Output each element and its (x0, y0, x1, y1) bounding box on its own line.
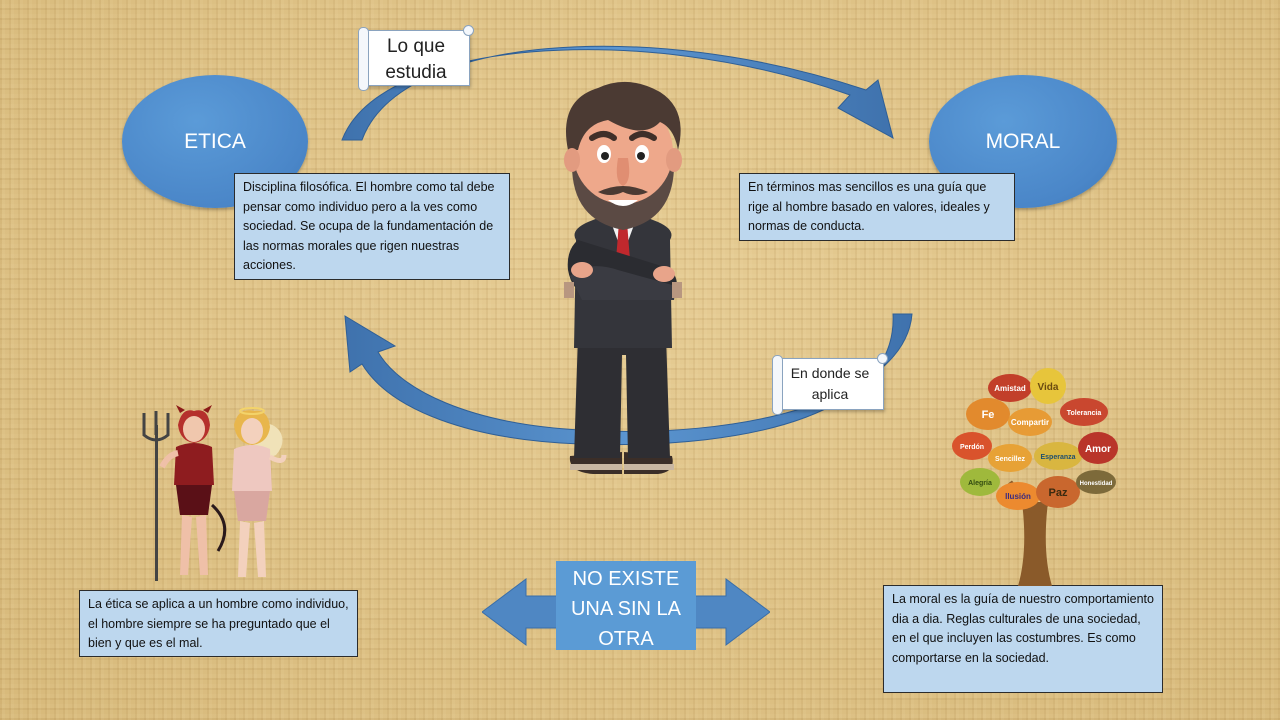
moral-application-box: La moral es la guía de nuestro comportam… (883, 585, 1163, 693)
tree-word-fe: Fe (982, 409, 995, 421)
en-donde-se-aplica-scroll: En donde se aplica (772, 353, 888, 415)
bottom-curved-arrow (344, 313, 913, 446)
devil-angel-illustration (142, 405, 287, 581)
etica-definition-text: Disciplina filosófica. El hombre como ta… (243, 180, 495, 272)
tree-word-tolerancia: Tolerancia (1067, 410, 1102, 417)
tree-word-ilusion: Ilusión (1005, 492, 1031, 501)
center-message-box: NO EXISTE UNA SIN LA OTRA (556, 561, 696, 650)
tree-word-amistad: Amistad (994, 384, 1026, 393)
tree-word-honestidad: Honestidad (1080, 481, 1113, 487)
businessman-illustration (564, 81, 682, 474)
lo-que-estudia-scroll: Lo que estudia (358, 25, 474, 91)
tree-word-compartir: Compartir (1011, 418, 1049, 427)
tree-leaves (952, 368, 1118, 510)
moral-definition-text: En términos mas sencillos es una guía qu… (748, 180, 990, 233)
tree-word-alegria: Alegría (968, 480, 992, 487)
tree-word-paz: Paz (1049, 487, 1068, 499)
etica-definition-box: Disciplina filosófica. El hombre como ta… (234, 173, 510, 280)
en-donde-se-aplica-label: En donde se aplica (790, 365, 870, 402)
tree-word-esperanza: Esperanza (1040, 454, 1075, 461)
moral-label: MORAL (985, 129, 1061, 153)
moral-application-text: La moral es la guía de nuestro comportam… (892, 592, 1154, 665)
tree-word-perdon: Perdón (960, 444, 984, 451)
etica-node: ETICA (122, 75, 308, 208)
center-message: NO EXISTE UNA SIN LA OTRA (570, 568, 682, 650)
etica-application-text: La ética se aplica a un hombre como indi… (88, 597, 349, 650)
etica-application-box: La ética se aplica a un hombre como indi… (79, 590, 358, 657)
moral-node: MORAL (929, 75, 1117, 208)
tree-word-amor: Amor (1085, 444, 1111, 455)
etica-label: ETICA (184, 129, 246, 153)
tree-word-vida: Vida (1038, 382, 1059, 393)
moral-definition-box: En términos mas sencillos es una guía qu… (739, 173, 1015, 241)
lo-que-estudia-label: Lo que estudia (385, 36, 447, 83)
tree-word-sencillez: Sencillez (995, 456, 1025, 463)
values-tree-illustration: Amistad Vida Fe Compartir Tolerancia Per… (952, 368, 1118, 586)
